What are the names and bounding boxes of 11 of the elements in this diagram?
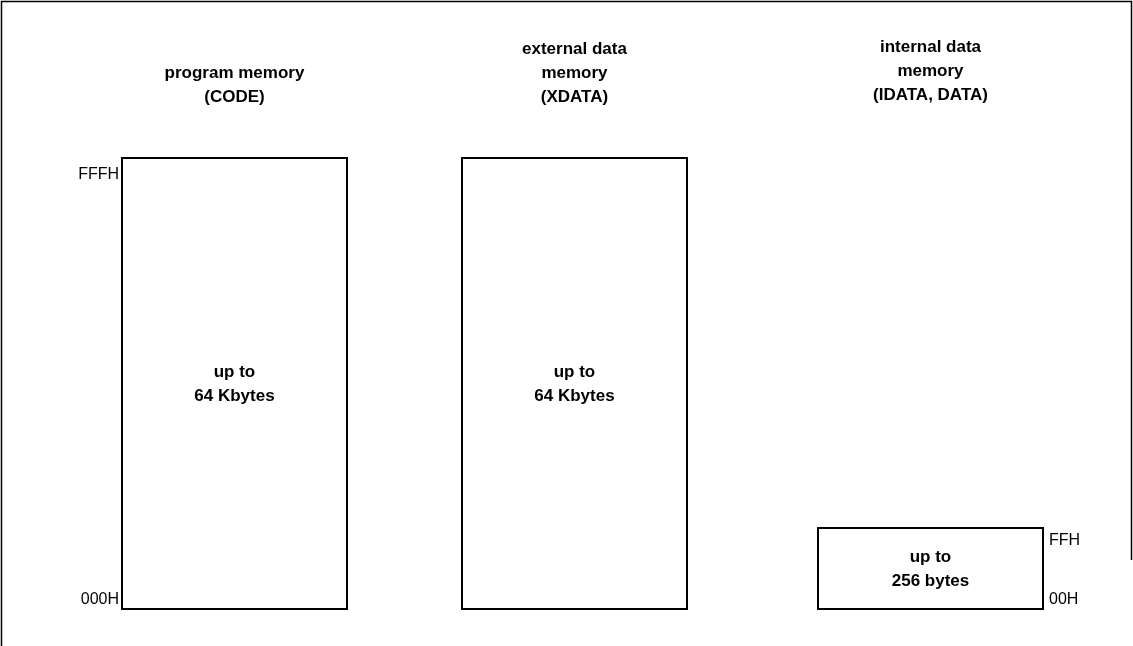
memory-heading: internal data memory (IDATA, DATA) bbox=[872, 36, 989, 106]
memory-size-label: up to 64 Kbytes bbox=[533, 360, 616, 407]
address-label: 00H bbox=[1049, 590, 1079, 608]
address-label: FFFH bbox=[78, 165, 119, 183]
memory-size-label: up to 256 bytes bbox=[890, 545, 971, 592]
address-label: 000H bbox=[80, 590, 119, 608]
memory-block bbox=[817, 527, 1044, 610]
memory-heading: external data memory (XDATA) bbox=[521, 38, 628, 108]
address-label: FFH bbox=[1049, 531, 1081, 549]
memory-heading: program memory (CODE) bbox=[163, 62, 306, 108]
memory-size-label: up to 64 Kbytes bbox=[193, 360, 276, 407]
